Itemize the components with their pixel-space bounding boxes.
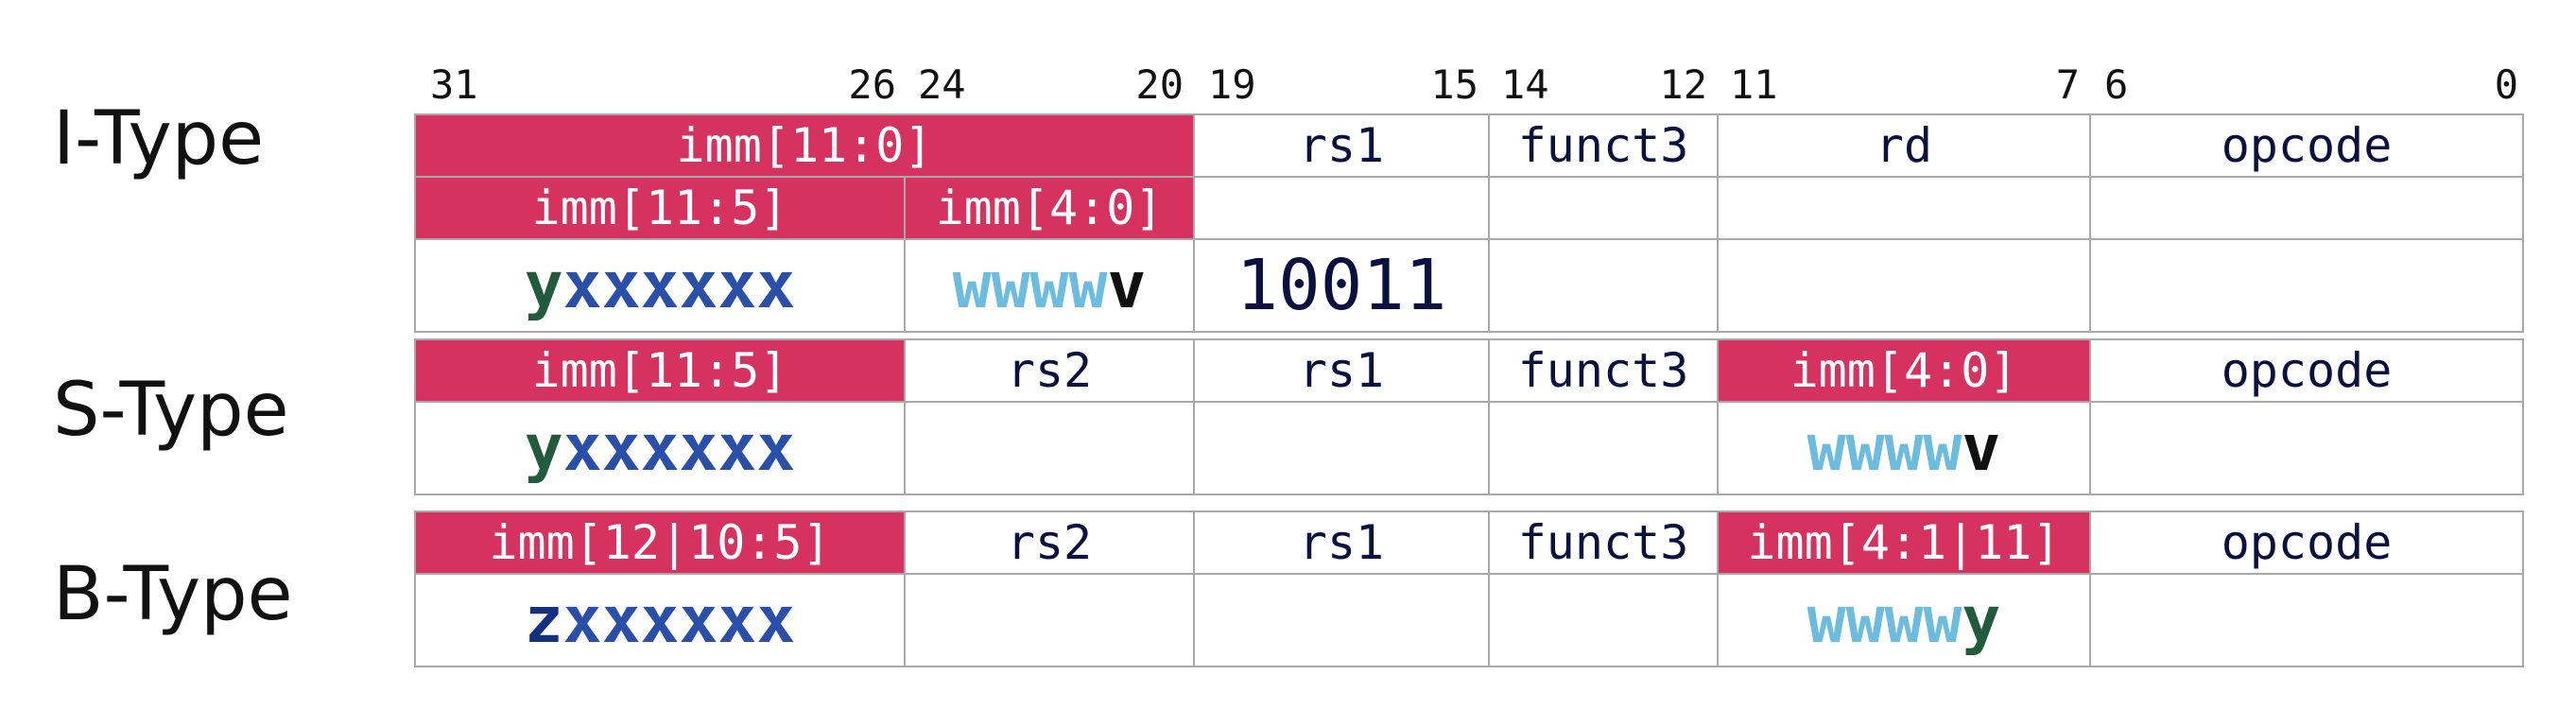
row-label-i-type: I-Type — [53, 96, 265, 182]
i-empty-cell — [1193, 176, 1490, 240]
bit-15: 15 — [1430, 61, 1478, 108]
row-label-s-type: S-Type — [53, 368, 289, 453]
i-rs1-value: 10011 — [1193, 238, 1490, 333]
bit-11: 11 — [1730, 61, 1778, 108]
row-label-b-type: B-Type — [53, 552, 293, 637]
s-imm-4-0-field: imm[4:0] — [1717, 338, 2091, 403]
i-upper-lead-bit: y — [524, 248, 563, 323]
s-lower-v-bit: v — [1962, 410, 2001, 486]
s-empty-cell — [2089, 401, 2524, 495]
s-upper-rest-bits: xxxxxx — [562, 410, 796, 486]
i-imm-11-5-field: imm[11:5] — [414, 176, 906, 240]
b-upper-rest-bits: xxxxxx — [562, 582, 796, 658]
b-imm-4-1-11-field: imm[4:1|11] — [1717, 511, 2091, 575]
s-imm-11-5-field: imm[11:5] — [414, 338, 906, 403]
bit-6: 6 — [2104, 61, 2129, 108]
bit-14: 14 — [1501, 61, 1549, 108]
i-empty-cell — [1488, 238, 1719, 333]
b-rs1-field: rs1 — [1193, 511, 1490, 575]
i-upper-rest-bits: xxxxxx — [562, 248, 796, 323]
i-imm-4-0-field: imm[4:0] — [904, 176, 1195, 240]
s-opcode-field: opcode — [2089, 338, 2524, 403]
bit-20: 20 — [1135, 61, 1184, 108]
b-lower-w-bits: wwww — [1807, 582, 1962, 658]
i-empty-cell — [1488, 176, 1719, 240]
b-opcode-field: opcode — [2089, 511, 2524, 575]
i-empty-cell — [1717, 238, 2091, 333]
i-lower-v-bit: v — [1107, 248, 1147, 323]
s-rs1-field: rs1 — [1193, 338, 1490, 403]
b-lower-y-bit: y — [1962, 582, 2001, 658]
b-empty-cell — [1193, 573, 1490, 667]
i-rs1-field: rs1 — [1193, 113, 1490, 178]
i-lower-w-bits: wwww — [952, 248, 1108, 323]
bit-26: 26 — [848, 61, 896, 108]
bit-7: 7 — [2055, 61, 2080, 108]
s-empty-cell — [1488, 401, 1719, 495]
i-empty-cell — [2089, 238, 2524, 333]
s-empty-cell — [904, 401, 1195, 495]
i-empty-cell — [1717, 176, 2091, 240]
b-rs2-field: rs2 — [904, 511, 1195, 575]
s-funct3-field: funct3 — [1488, 338, 1719, 403]
i-opcode-field: opcode — [2089, 113, 2524, 178]
b-empty-cell — [1488, 573, 1719, 667]
b-upper-lead-bit: z — [524, 582, 563, 658]
s-upper-lead-bit: y — [524, 410, 563, 486]
b-funct3-field: funct3 — [1488, 511, 1719, 575]
i-funct3-field: funct3 — [1488, 113, 1719, 178]
i-empty-cell — [2089, 176, 2524, 240]
i-rd-field: rd — [1717, 113, 2091, 178]
bit-31: 31 — [430, 61, 478, 108]
bit-24: 24 — [918, 61, 966, 108]
b-empty-cell — [2089, 573, 2524, 667]
bit-0: 0 — [2494, 61, 2518, 108]
bit-19: 19 — [1208, 61, 1256, 108]
s-lower-w-bits: wwww — [1807, 410, 1962, 486]
s-empty-cell — [1193, 401, 1490, 495]
b-imm-12-10-5-field: imm[12|10:5] — [414, 511, 906, 575]
i-imm-11-0-field: imm[11:0] — [414, 113, 1195, 178]
b-empty-cell — [904, 573, 1195, 667]
s-rs2-field: rs2 — [904, 338, 1195, 403]
bit-12: 12 — [1659, 61, 1707, 108]
